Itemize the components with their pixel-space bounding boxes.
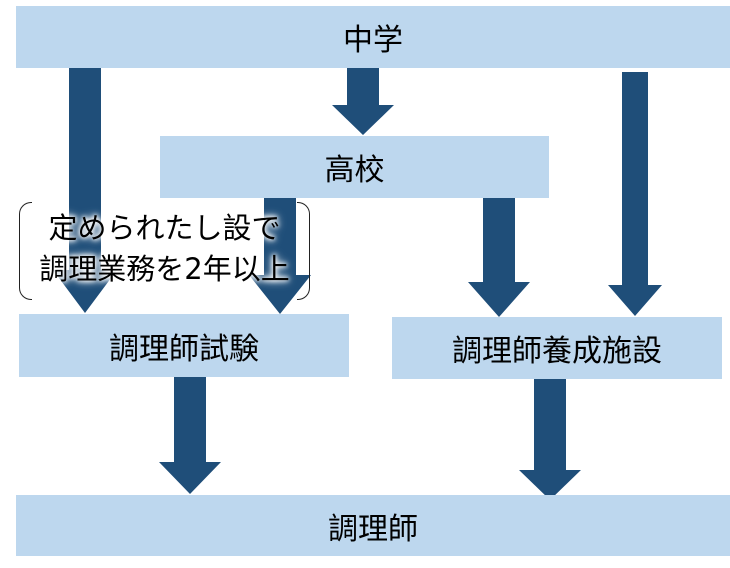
arrow-junior-high-to-exam <box>53 68 117 313</box>
condition-note: 定められたし設で 調理業務を2年以上 <box>19 202 310 300</box>
node-exam: 調理師試験 <box>19 314 349 377</box>
arrow-high-school-to-exam <box>249 198 311 314</box>
arrow-training-facility-to-chef <box>519 377 581 500</box>
arrow-junior-high-to-training-facility <box>608 72 662 316</box>
node-training-facility-label: 調理師養成施設 <box>452 334 662 369</box>
node-high-school-label: 高校 <box>324 153 385 188</box>
note-line-2: 調理業務を2年以上 <box>39 252 290 286</box>
node-chef-label: 調理師 <box>328 511 418 547</box>
note-line-1: 定められたし設で <box>48 211 281 245</box>
arrow-junior-high-to-high-school <box>332 68 394 135</box>
node-training-facility: 調理師養成施設 <box>392 317 722 379</box>
node-junior-high: 中学 <box>16 6 730 68</box>
arrow-high-school-to-training-facility <box>468 198 530 317</box>
arrow-exam-to-chef <box>159 370 221 494</box>
node-junior-high-label: 中学 <box>343 23 403 58</box>
node-high-school: 高校 <box>160 136 549 198</box>
node-exam-label: 調理師試験 <box>109 331 259 367</box>
node-chef: 調理師 <box>16 495 730 556</box>
note-text: 定められたし設で 調理業務を2年以上 <box>19 208 310 290</box>
